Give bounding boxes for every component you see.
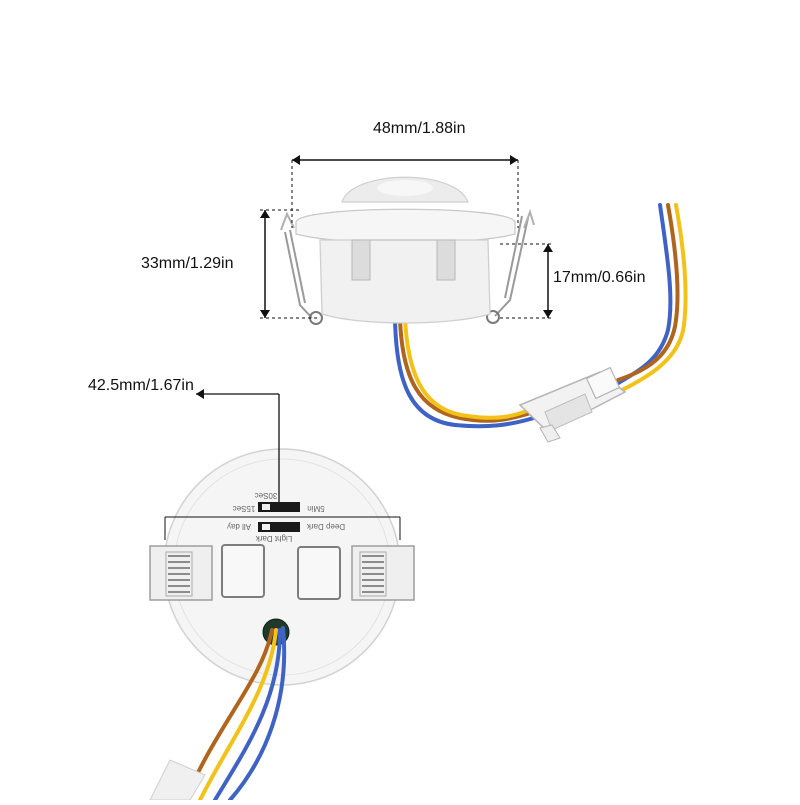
depth-dimension-label: 17mm/0.66in (553, 269, 646, 286)
dial-labels: 30Sec 5Min 15Sec Deep Dark All day Light… (227, 491, 345, 543)
dial-label-lux-mid: Light Dark (255, 534, 292, 543)
base-slot-left (221, 544, 265, 598)
sensor-side-view (280, 176, 688, 443)
sensor-bottom-view: 30Sec 5Min 15Sec Deep Dark All day Light… (149, 448, 415, 802)
lux-adjust-knob (258, 522, 300, 532)
sensor-flange (295, 208, 516, 244)
dial-label-time-mid: 30Sec (255, 491, 278, 500)
bottom-view-dimension-lines (164, 389, 401, 540)
side-view-springs (280, 208, 535, 325)
side-clip-slot (351, 239, 371, 281)
spring-clip-left (149, 545, 213, 601)
height-dimension-label: 33mm/1.29in (141, 255, 234, 272)
spring-clip-right (351, 545, 415, 601)
dial-label-lux-min: All day (227, 522, 251, 531)
base-slot-right (297, 546, 341, 600)
dial-label-lux-max: Deep Dark (306, 522, 345, 531)
time-adjust-knob (258, 502, 300, 512)
wire-connector (518, 366, 627, 443)
side-view-dimension-lines (260, 155, 553, 319)
side-view-wires (393, 203, 688, 429)
side-clip-slot (436, 239, 456, 281)
width-dimension-label: 48mm/1.88in (373, 120, 466, 137)
diameter-dimension-label: 42.5mm/1.67in (88, 377, 194, 394)
dial-label-time-max: 5Min (307, 504, 324, 513)
dial-label-time-min: 15Sec (233, 504, 256, 513)
sensor-body (319, 239, 491, 324)
